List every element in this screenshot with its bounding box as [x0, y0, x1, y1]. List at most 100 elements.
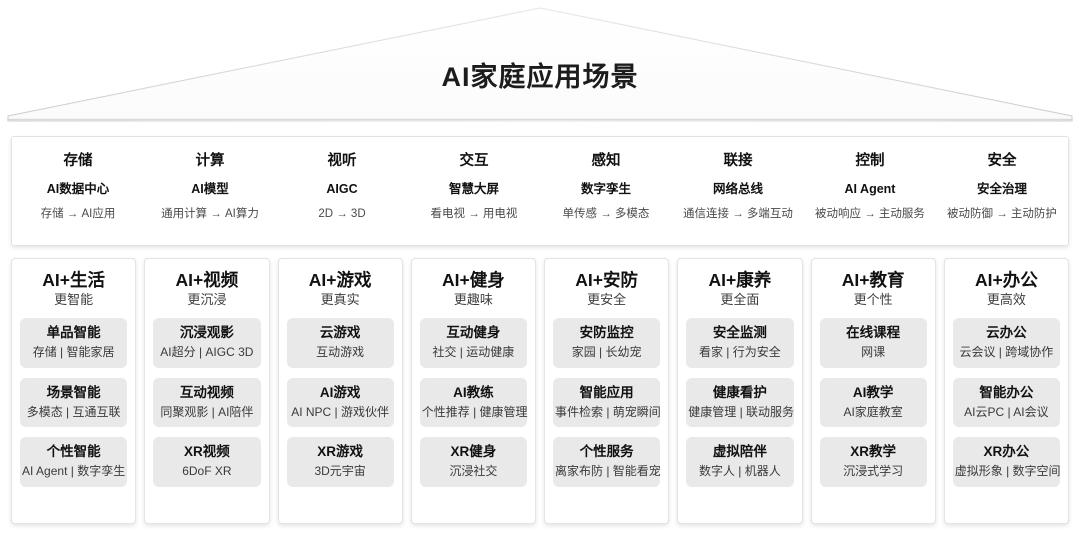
card-item-desc: 云会议 | 跨域协作 [959, 345, 1054, 360]
capability-subtitle: 数字孪生 [580, 181, 631, 196]
card-item-desc: 同聚观影 | AI陪伴 [160, 404, 254, 419]
capability-title: 感知 [591, 153, 621, 169]
card-item-desc: 离家布防 | 智能看宠 [555, 464, 661, 479]
card-item-list: 在线课程 网课 AI教学 AI家庭教室 XR教学 沉浸式学习 [819, 318, 927, 514]
card-item[interactable]: AI游戏 AI NPC | 游戏伙伴 [286, 377, 394, 428]
title-banner: AI家庭应用场景 [0, 0, 1080, 122]
card-item[interactable]: 在线课程 网课 [819, 318, 927, 368]
card-item[interactable]: 虚拟陪伴 数字人 | 机器人 [686, 437, 794, 487]
scenario-card-game[interactable]: AI+游戏 更真实 云游戏 互动游戏 AI游戏 AI NPC | 游戏伙伴 XR… [277, 258, 403, 524]
capability-column-interaction: 交互 智慧大屏 看电视 → 用电视 [408, 137, 540, 220]
card-item-name: 云办公 [986, 325, 1027, 341]
card-item-name: 智能办公 [979, 384, 1034, 400]
card-item-desc: AI NPC | 游戏伙伴 [291, 404, 390, 419]
capability-subtitle: 安全治理 [976, 181, 1027, 196]
card-item-desc: 家园 | 长幼宠 [571, 345, 642, 360]
card-item[interactable]: 场景智能 多模态 | 互通互联 [20, 377, 128, 428]
card-item-name: AI教学 [852, 384, 894, 400]
capability-bar: 存储 AI数据中心 存储 → AI应用 计算 AI模型 通用计算 → AI算力 … [11, 136, 1069, 246]
card-item-desc: 多模态 | 互通互联 [26, 404, 121, 419]
scenario-card-video[interactable]: AI+视频 更沉浸 沉浸观影 AI超分 | AIGC 3D 互动视频 同聚观影 … [144, 258, 270, 524]
capability-subtitle: AIGC [326, 181, 358, 196]
card-item-name: 个性服务 [579, 444, 634, 460]
capability-column-compute: 计算 AI模型 通用计算 → AI算力 [144, 137, 276, 220]
card-title: AI+教育 [841, 270, 905, 290]
card-item-name: 单品智能 [46, 325, 101, 341]
card-item[interactable]: XR游戏 3D元宇宙 [286, 437, 394, 487]
card-item[interactable]: 单品智能 存储 | 智能家居 [20, 318, 128, 368]
card-item-desc: 个性推荐 | 健康管理 [421, 404, 528, 419]
card-item[interactable]: 云游戏 互动游戏 [286, 318, 394, 368]
card-item-list: 安防监控 家园 | 长幼宠 智能应用 事件检索 | 萌宠瞬间 个性服务 离家布防… [553, 318, 661, 514]
capability-title: 视听 [327, 153, 357, 169]
card-subtitle: 更趣味 [453, 292, 493, 308]
card-item[interactable]: AI教练 个性推荐 | 健康管理 [419, 377, 528, 428]
card-item-list: 单品智能 存储 | 智能家居 场景智能 多模态 | 互通互联 个性智能 AI A… [20, 318, 128, 514]
card-item[interactable]: XR办公 虚拟形象 | 数字空间 [952, 437, 1061, 487]
card-item-name: 互动健身 [446, 325, 501, 341]
scenario-card-healthcare[interactable]: AI+康养 更全面 安全监测 看家 | 行为安全 健康看护 健康管理 | 联动服… [677, 258, 803, 524]
card-item-name: 智能应用 [579, 384, 634, 400]
capability-subtitle: AI数据中心 [46, 181, 110, 196]
capability-flow: 通用计算 → AI算力 [161, 207, 259, 220]
scenario-card-fitness[interactable]: AI+健身 更趣味 互动健身 社交 | 运动健康 AI教练 个性推荐 | 健康管… [410, 258, 536, 524]
card-item[interactable]: 个性智能 AI Agent | 数字孪生 [20, 437, 128, 487]
card-item[interactable]: 安全监测 看家 | 行为安全 [686, 318, 794, 368]
scenario-card-security[interactable]: AI+安防 更安全 安防监控 家园 | 长幼宠 智能应用 事件检索 | 萌宠瞬间… [544, 258, 670, 524]
card-item[interactable]: 互动视频 同聚观影 | AI陪伴 [153, 377, 261, 428]
card-item-desc: 网课 [861, 345, 886, 360]
scenario-card-education[interactable]: AI+教育 更个性 在线课程 网课 AI教学 AI家庭教室 XR教学 沉浸式学习 [810, 258, 936, 524]
capability-column-connection: 联接 网络总线 通信连接 → 多端互动 [672, 137, 804, 220]
capability-flow: 单传感 → 多模态 [562, 207, 650, 220]
card-header: AI+健身 更趣味 [420, 270, 527, 308]
card-item-list: 云游戏 互动游戏 AI游戏 AI NPC | 游戏伙伴 XR游戏 3D元宇宙 [286, 318, 394, 514]
scenario-card-office[interactable]: AI+办公 更高效 云办公 云会议 | 跨域协作 智能办公 AI云PC | AI… [943, 258, 1069, 524]
card-header: AI+办公 更高效 [953, 270, 1060, 308]
card-item[interactable]: 个性服务 离家布防 | 智能看宠 [553, 437, 661, 487]
card-item[interactable]: XR视频 6DoF XR [153, 437, 261, 487]
card-item-desc: 健康管理 | 联动服务 [688, 404, 795, 419]
card-item[interactable]: 安防监控 家园 | 长幼宠 [553, 318, 661, 368]
card-item-name: 在线课程 [846, 325, 901, 341]
scenario-card-life[interactable]: AI+生活 更智能 单品智能 存储 | 智能家居 场景智能 多模态 | 互通互联… [11, 258, 137, 524]
card-item-name: 健康看护 [712, 384, 767, 400]
card-header: AI+游戏 更真实 [287, 270, 394, 308]
card-item-name: XR视频 [183, 444, 230, 460]
capability-title: 存储 [63, 153, 93, 169]
capability-subtitle: 智慧大屏 [448, 181, 499, 196]
card-item[interactable]: AI教学 AI家庭教室 [819, 377, 927, 428]
capability-flow: 被动响应 → 主动服务 [815, 207, 925, 220]
capability-column-control: 控制 AI Agent 被动响应 → 主动服务 [804, 137, 936, 220]
card-item-desc: 互动游戏 [316, 345, 365, 360]
card-item[interactable]: XR教学 沉浸式学习 [819, 437, 927, 487]
card-item[interactable]: 互动健身 社交 | 运动健康 [419, 318, 527, 368]
capability-column-security: 安全 安全治理 被动防御 → 主动防护 [936, 137, 1068, 220]
card-item[interactable]: XR健身 沉浸社交 [419, 437, 527, 487]
card-item-list: 沉浸观影 AI超分 | AIGC 3D 互动视频 同聚观影 | AI陪伴 XR视… [153, 318, 261, 514]
card-item-name: AI游戏 [319, 384, 361, 400]
card-item-name: 个性智能 [46, 444, 101, 460]
card-item-name: 场景智能 [46, 384, 101, 400]
card-title: AI+康养 [708, 270, 772, 290]
capability-flow: 通信连接 → 多端互动 [683, 207, 793, 220]
card-item-desc: 沉浸社交 [449, 464, 498, 479]
card-subtitle: 更全面 [720, 292, 760, 308]
card-title: AI+生活 [42, 270, 105, 290]
card-item[interactable]: 沉浸观影 AI超分 | AIGC 3D [153, 318, 261, 368]
card-subtitle: 更沉浸 [187, 292, 227, 308]
card-item-name: 沉浸观影 [179, 325, 234, 341]
capability-title: 控制 [855, 153, 885, 169]
card-item[interactable]: 智能应用 事件检索 | 萌宠瞬间 [553, 377, 661, 428]
card-item[interactable]: 健康看护 健康管理 | 联动服务 [686, 377, 795, 428]
capability-flow: 被动防御 → 主动防护 [947, 207, 1057, 220]
page-title: AI家庭应用场景 [441, 61, 639, 92]
card-item-list: 云办公 云会议 | 跨域协作 智能办公 AI云PC | AI会议 XR办公 虚拟… [952, 318, 1061, 514]
card-title: AI+视频 [175, 270, 239, 290]
card-item[interactable]: 智能办公 AI云PC | AI会议 [952, 377, 1060, 428]
card-item-desc: 6DoF XR [182, 464, 232, 479]
card-item-name: 安防监控 [579, 325, 634, 341]
card-item[interactable]: 云办公 云会议 | 跨域协作 [952, 318, 1060, 368]
card-item-desc: AI Agent | 数字孪生 [22, 464, 126, 479]
capability-column-storage: 存储 AI数据中心 存储 → AI应用 [12, 137, 144, 220]
card-item-list: 安全监测 看家 | 行为安全 健康看护 健康管理 | 联动服务 虚拟陪伴 数字人… [686, 318, 795, 514]
